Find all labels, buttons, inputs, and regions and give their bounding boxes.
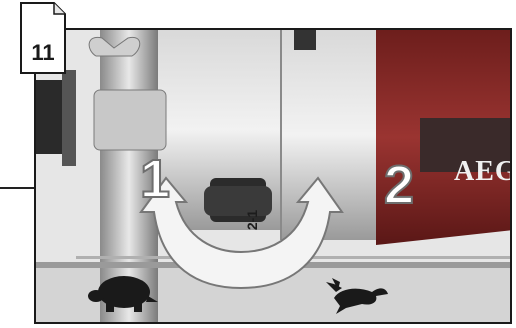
figure-number-tab: 11 <box>20 2 66 74</box>
drill-illustration <box>36 30 512 324</box>
figure-number: 11 <box>20 40 66 66</box>
position-label-2: 2 <box>384 158 414 212</box>
speed-selector-label: 2-1 <box>244 210 260 230</box>
leader-line <box>0 187 36 189</box>
brand-logo: AEG <box>454 156 512 188</box>
position-label-1: 1 <box>140 152 170 206</box>
product-photo: AEG 2-1 1 2 <box>34 28 512 324</box>
